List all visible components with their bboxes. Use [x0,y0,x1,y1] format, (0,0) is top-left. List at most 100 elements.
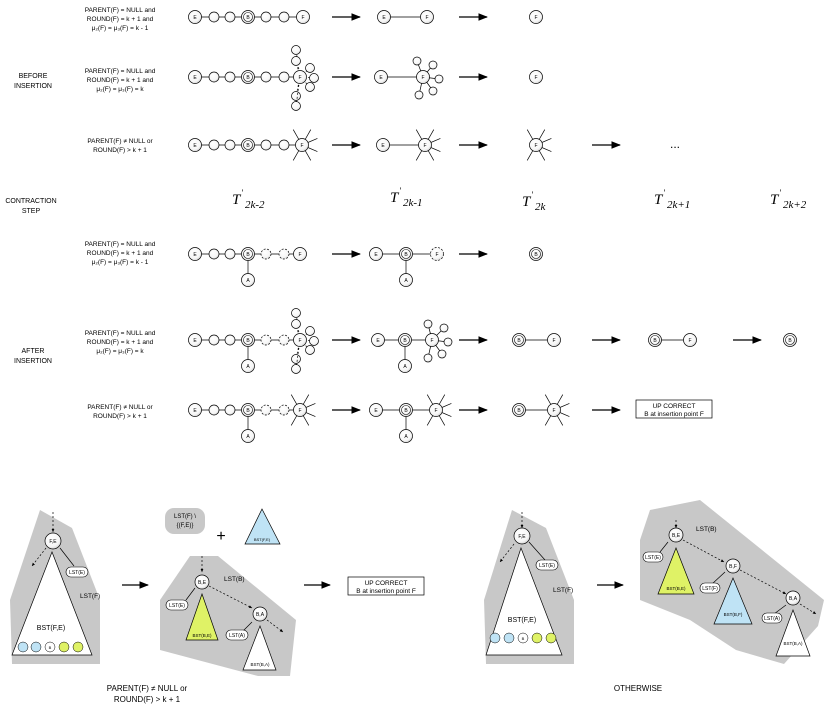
svg-text:A: A [403,364,407,370]
node-empty [208,11,220,23]
svg-text:E: E [193,15,197,21]
svg-text:T: T [522,194,532,210]
tree-be-ba: BST(B,E) B,E LST(B) LST(E) B,A LST(A) BS… [160,556,296,676]
svg-text:F: F [298,252,301,258]
svg-text:F: F [298,338,301,344]
node-b: B [241,138,255,152]
svg-text:F: F [435,252,438,258]
svg-text:PARENT(F) = NULL and: PARENT(F) = NULL and [85,68,156,75]
svg-text:2k: 2k [535,201,547,213]
node-empty [305,326,315,336]
svg-text:μ₂(F) = μ₃(F) = k - 1: μ₂(F) = μ₃(F) = k - 1 [92,259,149,266]
svg-text:ROUND(F) > k + 1: ROUND(F) > k + 1 [93,147,147,154]
svg-text:LST(F) \: LST(F) \ [174,514,196,520]
svg-text:B: B [522,636,525,641]
svg-text:LST(E): LST(E) [69,570,85,576]
tree-label-2k+2: T ' 2k+2 [770,188,807,211]
node-empty [423,319,433,329]
node-f: F [293,403,307,417]
svg-text:μ₂(F) = μ₃(F) = k: μ₂(F) = μ₃(F) = k [96,348,144,355]
tree-label-2k-1: T ' 2k-1 [390,186,423,209]
svg-text:E: E [193,252,197,258]
node-f: F [529,138,543,152]
svg-text:BST(B,A): BST(B,A) [250,662,270,667]
tree-label-2k+1: T ' 2k+1 [654,188,690,211]
caption-right: OTHERWISE [614,684,662,693]
node-empty [305,63,315,73]
svg-text:LST(E): LST(E) [645,555,661,561]
node-empty [443,337,453,347]
svg-text:LST(A): LST(A) [229,633,245,639]
svg-text:2k+2: 2k+2 [783,199,807,211]
condition-3: PARENT(F) ≠ NULL or ROUND(F) > k + 1 [87,138,153,154]
svg-text:B,F: B,F [729,564,737,570]
svg-text:A: A [246,364,250,370]
svg-text:F: F [534,143,537,149]
svg-text:F,E: F,E [49,539,57,545]
node-e: E [188,10,202,24]
svg-text:B,E: B,E [198,580,207,586]
svg-text:INSERTION: INSERTION [14,358,52,365]
node-empty [224,11,236,23]
node-empty [291,45,301,55]
node-e: E [376,138,390,152]
label-after-insertion: AFTER INSERTION [14,348,52,365]
svg-text:': ' [779,188,782,198]
tree-fe-right: F,E LST(E) LST(F) BST(F,E) B [484,510,574,664]
svg-text:F,E: F,E [518,534,526,540]
svg-text:E: E [374,408,378,414]
svg-text:LST(B): LST(B) [696,526,717,533]
node-empty [260,71,272,83]
node-empty [208,248,220,260]
svg-text:B: B [517,408,521,414]
node-empty [305,345,315,355]
node-e: E [188,247,202,261]
svg-text:{(F,E)}: {(F,E)} [177,523,194,529]
svg-text:F: F [423,143,426,149]
svg-text:A: A [246,434,250,440]
svg-text:LST(B): LST(B) [224,576,245,583]
caption-left: PARENT(F) ≠ NULL or ROUND(F) > k + 1 [107,684,188,704]
node-empty [439,323,449,333]
node-e: E [188,70,202,84]
node-b: B [399,403,413,417]
node-a: A [241,359,255,373]
node-empty [291,364,301,374]
node-b: B [241,10,255,24]
bst-fe-small-triangle: BST(F,E) [244,508,281,545]
node-empty [291,91,301,101]
svg-text:E: E [381,143,385,149]
tree-fe-left: F,E LST(E) LST(F) BST(F,E) B [10,510,100,664]
node-empty [414,90,424,100]
svg-text:F: F [434,408,437,414]
svg-text:BEFORE: BEFORE [19,73,48,80]
node-e: E [371,333,385,347]
svg-text:B: B [246,15,250,21]
node-empty [260,404,272,416]
svg-text:': ' [241,188,244,198]
node-empty [278,248,290,260]
node-empty [224,334,236,346]
node-empty [428,86,438,96]
svg-text:F: F [300,143,303,149]
node-b: B [783,333,797,347]
svg-text:ROUND(F) > k + 1: ROUND(F) > k + 1 [114,695,181,704]
svg-text:BST(F,E): BST(F,E) [508,617,536,624]
node-empty [434,74,444,84]
node-b: B [241,333,255,347]
svg-text:F: F [534,75,537,81]
node-e: E [377,10,391,24]
svg-text:E: E [382,15,386,21]
svg-text:AFTER: AFTER [22,348,45,355]
node-f: F [293,247,307,261]
node-f: F [416,70,430,84]
svg-text:': ' [531,190,534,200]
svg-text:PARENT(F) ≠ NULL or: PARENT(F) ≠ NULL or [87,404,153,411]
condition-4: PARENT(F) = NULL and ROUND(F) = k + 1 an… [85,241,156,266]
node-b: B [512,403,526,417]
svg-text:B: B [246,338,250,344]
svg-text:2k-2: 2k-2 [245,199,265,211]
node-b: B [399,247,413,261]
node-f: F [529,70,543,84]
svg-text:T: T [654,192,664,208]
